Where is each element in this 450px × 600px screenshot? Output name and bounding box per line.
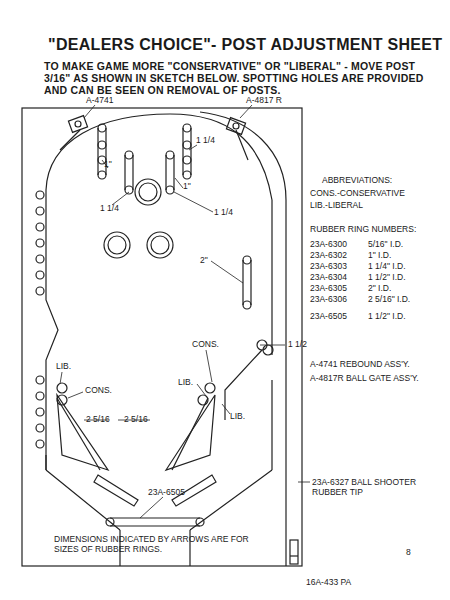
table-cell: 23A-6305	[310, 284, 347, 294]
ring-size: 1 1/2	[288, 340, 307, 350]
table-cell: 1 1/2" I.D.	[368, 312, 406, 322]
table-cell: 1 1/4" I.D.	[368, 262, 406, 272]
part-note: A-4817R BALL GATE ASS'Y.	[310, 374, 419, 384]
adjust-label: CONS.	[192, 340, 219, 350]
table-cell: 1" I.D.	[368, 251, 391, 261]
table-cell: 2" I.D.	[368, 284, 391, 294]
ring-size: 1"	[104, 160, 112, 170]
drawing-number: 16A-433 PA	[306, 578, 351, 588]
ring-size: 1 1/4	[214, 208, 233, 218]
part-number: A-4817 R	[246, 96, 282, 106]
table-cell: 23A-6302	[310, 251, 347, 261]
abbrev-heading: ABBREVIATIONS:	[322, 176, 392, 186]
ring-size: 1"	[183, 182, 191, 192]
abbrev-entry: LIB.-LIBERAL	[310, 201, 363, 211]
sheet-title: "DEALERS CHOICE"- POST ADJUSTMENT SHEET	[48, 36, 442, 54]
ring-size: 2"	[200, 256, 208, 266]
adjust-label: LIB.	[230, 412, 245, 422]
adjust-label: LIB.	[178, 378, 193, 388]
abbrev-entry: CONS.-CONSERVATIVE	[310, 189, 405, 199]
table-cell: 2 5/16" I.D.	[368, 295, 410, 305]
part-number: 23A-6505	[148, 488, 185, 498]
table-cell: 23A-6304	[310, 273, 347, 283]
dimension-note: DIMENSIONS INDICATED BY ARROWS ARE FOR S…	[54, 535, 274, 555]
table-heading: RUBBER RING NUMBERS:	[310, 225, 416, 235]
adjust-label: CONS.	[85, 386, 112, 396]
table-cell: 23A-6505	[310, 312, 347, 322]
table-cell: 5/16" I.D.	[368, 240, 403, 250]
ring-size: 1 1/4	[196, 136, 215, 146]
table-cell: 1 1/2" I.D.	[368, 273, 406, 283]
ring-size: 2 5/16	[124, 415, 148, 425]
adjust-label: LIB.	[56, 362, 71, 372]
part-note: 23A-6327 BALL SHOOTER RUBBER TIP	[312, 478, 424, 498]
part-number: A-4741	[86, 96, 113, 106]
ring-size: 1 1/4	[100, 204, 119, 214]
table-cell: 23A-6306	[310, 295, 347, 305]
table-cell: 23A-6300	[310, 240, 347, 250]
table-cell: 23A-6303	[310, 262, 347, 272]
part-note: A-4741 REBOUND ASS'Y.	[310, 360, 410, 370]
page-number: 8	[406, 548, 411, 558]
instruction-note: TO MAKE GAME MORE "CONSERVATIVE" OR "LIB…	[44, 60, 444, 96]
ring-size: 2 5/16	[86, 415, 110, 425]
